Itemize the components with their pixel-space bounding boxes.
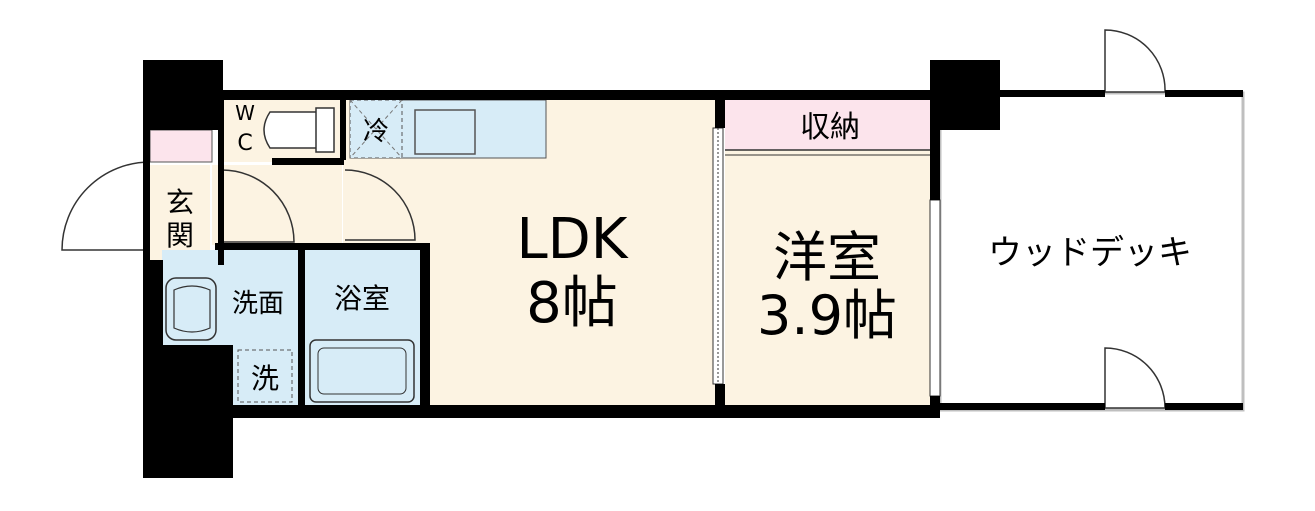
entrance-label-line2: 関 bbox=[166, 219, 194, 252]
entrance-label-line1: 玄 bbox=[166, 186, 194, 219]
western-window bbox=[929, 199, 941, 397]
storage-area bbox=[725, 98, 935, 150]
shoe-cabinet bbox=[149, 129, 213, 163]
deck-door-top bbox=[1104, 29, 1166, 93]
kitchen-sink bbox=[414, 109, 476, 155]
washroom-label: 洗面 bbox=[232, 289, 284, 319]
wc-label-line1: W bbox=[235, 101, 255, 125]
wash-basin bbox=[165, 277, 217, 341]
storage-label: 収納 bbox=[800, 110, 860, 145]
wash-basin-bowl bbox=[173, 285, 211, 333]
deck-door-bottom bbox=[1104, 347, 1166, 409]
bathtub-inner bbox=[317, 347, 407, 395]
hall-floor bbox=[212, 165, 342, 245]
washer-space bbox=[237, 349, 293, 403]
entrance-floor bbox=[150, 165, 210, 260]
walls bbox=[143, 60, 1243, 478]
hall-door-swing bbox=[221, 169, 295, 243]
fridge-cross-2 bbox=[349, 99, 403, 159]
fridge-label: 冷 bbox=[363, 117, 389, 147]
western-room-size: 3.9帖 bbox=[757, 284, 897, 347]
toilet-tank bbox=[315, 107, 335, 153]
ldk-name: LDK bbox=[516, 207, 628, 272]
wc-label-line2: C bbox=[237, 131, 252, 156]
ldk-size: 8帖 bbox=[526, 271, 618, 336]
western-room-name: 洋室 bbox=[773, 226, 881, 289]
ldk-door-swing bbox=[344, 169, 416, 241]
washer-label: 洗 bbox=[251, 362, 279, 395]
bathroom-label: 浴室 bbox=[334, 282, 390, 315]
wood-deck-label: ウッドデッキ bbox=[988, 233, 1192, 273]
wood-deck-outline bbox=[938, 91, 1245, 412]
entrance-door-swing bbox=[61, 161, 151, 251]
